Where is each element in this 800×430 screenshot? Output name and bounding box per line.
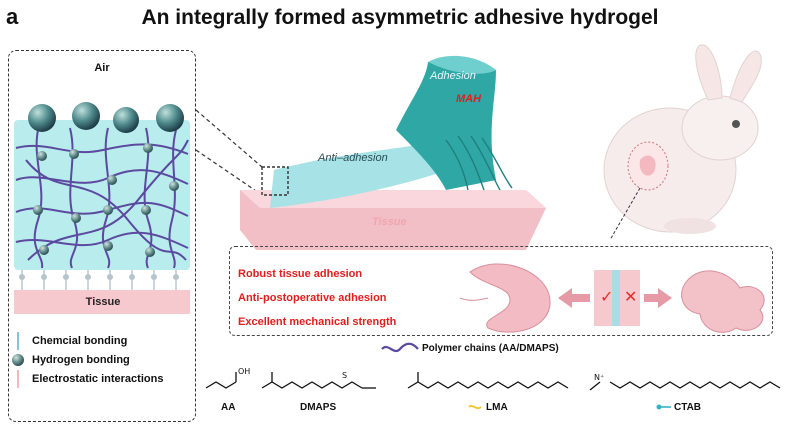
polymer-chains-label: Polymer chains (AA/DMAPS): [422, 343, 559, 354]
hydrogen-bond-marker: [12, 354, 24, 366]
chemical-structures: OH S N⁺: [205, 367, 781, 391]
micelle-spheres: [28, 102, 184, 133]
property-anti-postoperative: Anti-postoperative adhesion: [238, 292, 387, 304]
crosslink-spheres: [33, 143, 179, 257]
inset-tissue-label: Tissue: [85, 296, 121, 308]
lma-label: LMA: [486, 402, 508, 413]
stomach-organ-illustration: [469, 263, 551, 333]
adhesion-label: Adhesion: [430, 70, 476, 82]
check-mark-icon: ✓: [600, 287, 613, 306]
hydrogel-on-tissue-illustration: [196, 55, 546, 250]
tissue-bond-beads: [19, 274, 179, 280]
mah-label: MAH: [456, 93, 482, 105]
svg-text:OH: OH: [238, 367, 250, 376]
dmaps-label: DMAPS: [300, 402, 337, 413]
ctab-chain-icon: [656, 404, 671, 410]
panel-letter: a: [6, 4, 19, 29]
aa-label: AA: [221, 402, 236, 413]
figure-title: An integrally formed asymmetric adhesive…: [141, 6, 659, 29]
polymer-chains: [15, 127, 189, 269]
ctab-label: CTAB: [674, 402, 702, 413]
tissue-slab-label: Tissue: [372, 216, 407, 228]
legend-chemical-bonding: Chemcial bonding: [32, 335, 128, 347]
property-mechanical-strength: Excellent mechanical strength: [238, 316, 397, 328]
svg-text:N⁺: N⁺: [594, 373, 604, 382]
network-inset-frame: [8, 50, 196, 422]
anti-adhesion-label: Anti–adhesion: [318, 152, 388, 164]
zoom-box: [261, 166, 289, 196]
polymer-chain-icon: [381, 342, 419, 353]
organ-comparison-illustration: ✓ ✕: [459, 263, 765, 333]
legend-electrostatic: Electrostatic interactions: [32, 373, 164, 385]
properties-frame: [229, 246, 773, 336]
property-robust-adhesion: Robust tissue adhesion: [238, 268, 363, 280]
right-arrow-icon: [644, 288, 672, 308]
rabbit-illustration: [603, 44, 762, 240]
tissue-bonds: [21, 270, 177, 290]
hydrogel-network-illustration: [12, 102, 190, 388]
air-label: Air: [94, 62, 110, 74]
properties-list: Robust tissue adhesion Anti-postoperativ…: [238, 262, 396, 334]
lma-chain-icon: [468, 404, 482, 410]
svg-text:S: S: [342, 371, 347, 380]
legend-hydrogen-bonding: Hydrogen bonding: [32, 354, 130, 366]
left-arrow-icon: [558, 288, 590, 308]
intestine-adhesion-illustration: [681, 270, 765, 333]
tissue-band: [14, 290, 190, 314]
cross-mark-icon: ✕: [624, 287, 637, 306]
